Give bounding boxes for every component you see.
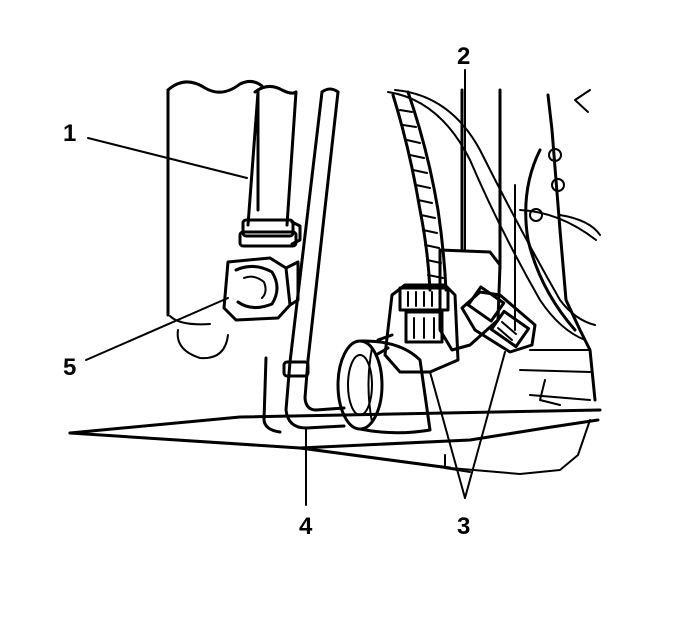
callout-1: 1 xyxy=(63,120,76,147)
right-housing xyxy=(519,89,601,406)
leader-line-3b xyxy=(464,351,506,499)
callout-labels: 1 2 3 4 5 xyxy=(63,43,470,540)
leader-line-1 xyxy=(87,137,248,179)
leader-line-5 xyxy=(85,297,229,361)
callout-5: 5 xyxy=(63,354,76,381)
callout-3: 3 xyxy=(457,513,470,540)
callout-2: 2 xyxy=(457,43,470,70)
leader-line-3a xyxy=(429,371,466,499)
sensor-body xyxy=(336,339,432,435)
fitting-part-5 xyxy=(222,256,300,322)
electrical-connectors-part-3 xyxy=(374,283,537,374)
hose-part-1 xyxy=(238,85,302,248)
base-plate xyxy=(68,408,602,475)
callout-4: 4 xyxy=(299,513,313,540)
leader-lines xyxy=(85,69,506,506)
